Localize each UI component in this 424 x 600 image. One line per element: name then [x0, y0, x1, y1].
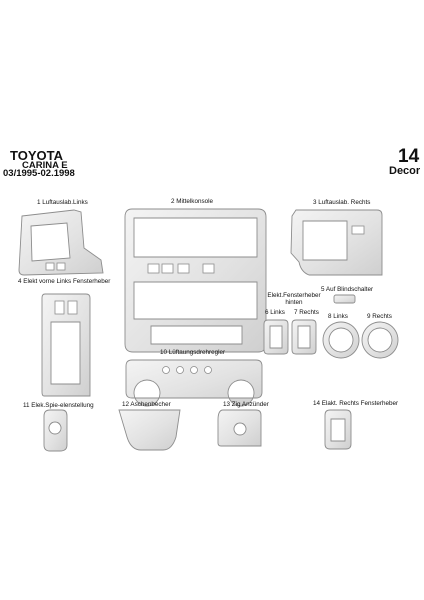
label-part-2: 2 Mittelkonsole [171, 198, 213, 205]
part-14-right-window-switch-trim [324, 409, 352, 450]
part-5-blind-switch-cover [333, 294, 356, 304]
brand-title: TOYOTA [10, 148, 63, 163]
label-part-9: 9 Rechts [367, 313, 392, 320]
label-part-5: 5 Auf Blindschalter [321, 286, 374, 293]
label-part-3: 3 Luftauslab. Rechts [313, 199, 371, 206]
part-6-rear-left-switch-frame [263, 319, 289, 355]
set-number: 14 [398, 146, 420, 167]
part-1-left-vent-trim [18, 209, 104, 276]
label-part-6: 6 Links [265, 309, 285, 316]
label-part-13: 13 Zig Anzünder [223, 401, 269, 408]
part-4-left-window-switch-trim [41, 293, 91, 397]
part-9-right-ring [361, 321, 399, 359]
label-part-8: 8 Links [328, 313, 348, 320]
label-part-11: 11 Elek.Spie-elenstellung [23, 402, 94, 409]
model-title: CARINA E [22, 160, 68, 171]
part-3-right-vent-trim [290, 209, 383, 276]
label-part-4: 4 Elekt vorne Links Fensterheber [18, 278, 111, 285]
model-years: 03/1995-02.1998 [3, 168, 75, 179]
label-part-10: 10 Lüftaungsdrehregler [160, 349, 226, 356]
part-11-mirror-adjust-trim [43, 409, 68, 452]
part-8-left-ring [322, 321, 360, 359]
part-10-ventilation-control-trim [125, 359, 263, 407]
part-7-rear-right-switch-frame [291, 319, 317, 355]
set-word: Decor [389, 165, 421, 177]
part-13-lighter-trim [217, 409, 262, 447]
label-rear-window-switches: Elekt.Fensterheber hinten [267, 292, 321, 307]
label-part-7: 7 Rechts [294, 309, 319, 316]
part-2-center-console-trim [124, 208, 267, 353]
label-part-14: 14 Elakt. Rechts Fensterheber [313, 400, 399, 407]
label-part-1: 1 Luftauslab.Links [37, 199, 88, 206]
part-12-ashtray-cover [118, 409, 181, 451]
label-part-12: 12 Aschenbecher [122, 401, 171, 408]
